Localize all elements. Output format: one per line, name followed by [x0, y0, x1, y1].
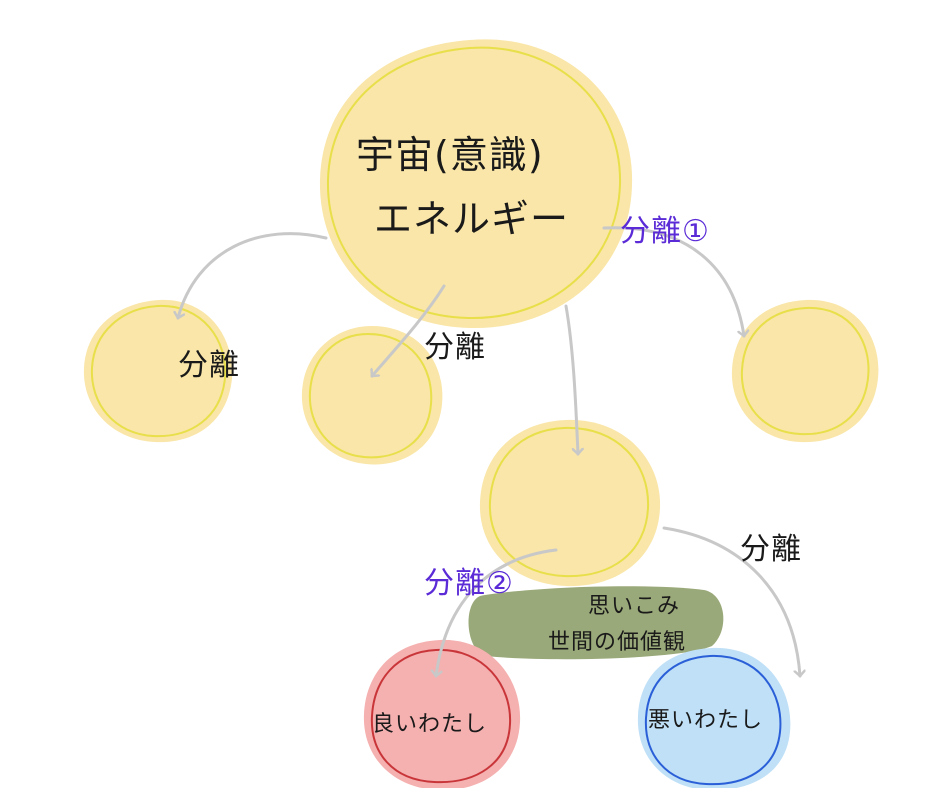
arrows [178, 226, 800, 676]
separated-bubble-left [83, 299, 233, 443]
arrow-to-center-bubble [372, 284, 446, 378]
universe-bubble [319, 39, 633, 329]
bad-me-bubble [637, 647, 791, 788]
arrow-to-left-bubble [178, 232, 328, 318]
universe-label-line2: エネルギー [374, 197, 570, 241]
separated-bubble-center [301, 326, 443, 465]
arrow-to-good-me [436, 548, 558, 676]
belief-band [468, 586, 724, 660]
belief-label-line2: 世間の価値観 [548, 630, 687, 655]
good-me-bubble [363, 639, 521, 788]
belief-label-line1: 思いこみ [588, 594, 681, 619]
split-label-lower-right: 分離 [740, 532, 802, 567]
separated-bubble-right [731, 299, 879, 443]
split-label-left: 分離 [178, 348, 240, 383]
arrow-to-bad-me [662, 526, 800, 676]
separated-bubble-lower [479, 419, 661, 587]
universe-label-line1: 宇宙(意識) [356, 133, 544, 177]
good-me-label: 良いわたし [372, 712, 488, 737]
split-label-1: 分離① [620, 214, 710, 249]
arrow-to-right-bubble [602, 226, 744, 336]
bad-me-label: 悪いわたし [648, 708, 764, 733]
split-label-2: 分離② [424, 566, 514, 601]
split-label-center: 分離 [424, 330, 486, 365]
arrow-to-lower-bubble [564, 304, 578, 454]
